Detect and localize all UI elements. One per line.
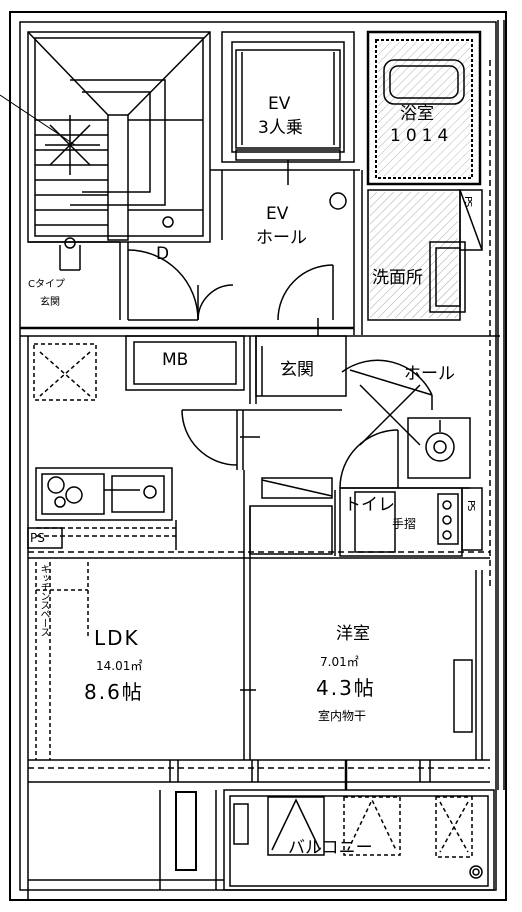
western-tatami-label: 4.3帖 <box>316 676 376 700</box>
ldk-tatami-label: 8.6帖 <box>84 680 144 704</box>
ldk-label: LDK <box>94 626 140 650</box>
mb-label: MB <box>162 350 189 370</box>
kitchen-space-label: キッチンスペース <box>38 564 49 636</box>
ev-capacity-label: 3人乗 <box>258 118 303 138</box>
entrance-label: 玄関 <box>280 360 314 380</box>
washroom-label: 洗面所 <box>372 268 423 288</box>
ldk-area-label: 14.01㎡ <box>96 659 143 673</box>
door-d-label: D <box>156 244 170 264</box>
ev-label: EV <box>268 94 291 114</box>
c-type-entrance-label: 玄関 <box>40 297 60 308</box>
indoor-drying-label: 室内物干 <box>318 709 367 723</box>
ev-hall-sub-label: ホール <box>256 228 307 248</box>
ps-left-label: PS <box>30 531 45 545</box>
bath-size-label: 1014 <box>390 126 454 146</box>
ps-top-label: PS <box>462 196 473 207</box>
ps-mid-label: PS <box>465 500 476 511</box>
ev-hall-label: EV <box>266 204 289 224</box>
western-room-label: 洋室 <box>336 624 370 644</box>
western-area-label: 7.01㎡ <box>320 655 359 669</box>
bath-label: 浴室 <box>400 104 434 124</box>
hall-label: ホール <box>404 364 455 384</box>
c-type-label: Cタイプ <box>28 279 65 290</box>
handrail-label: 手摺 <box>392 517 417 531</box>
toilet-label: トイレ <box>344 495 395 515</box>
balcony-label: バルコニー <box>288 838 373 858</box>
